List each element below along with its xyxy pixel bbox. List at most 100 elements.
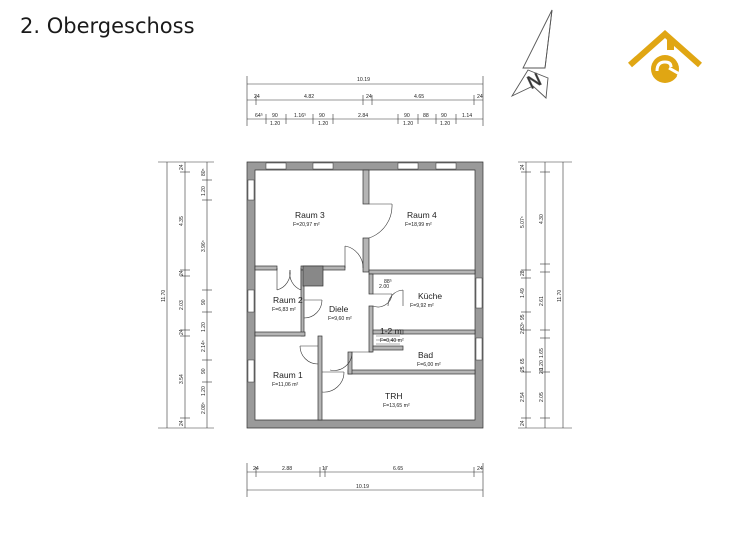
svg-text:17: 17: [322, 466, 328, 472]
svg-text:24: 24: [477, 466, 483, 472]
dimension-right: [518, 161, 572, 429]
room-trh: TRH F=13,65 m²: [383, 391, 410, 409]
room-diele-area: F=9,60 m²: [328, 316, 352, 322]
svg-text:6.65: 6.65: [393, 466, 403, 472]
page-title: 2. Obergeschoss: [20, 14, 195, 38]
svg-text:2.61: 2.61: [539, 296, 545, 306]
room-diele: Diele F=9,60 m²: [328, 304, 352, 322]
room-flur-name: 1-2 m: [380, 326, 402, 336]
doors: [276, 203, 404, 393]
interior-walls: [254, 169, 476, 421]
room-raum1-name: Raum 1: [273, 370, 303, 380]
svg-text:1.20: 1.20: [201, 386, 207, 396]
svg-text:24: 24: [179, 420, 185, 426]
svg-text:1.20: 1.20: [201, 322, 207, 332]
dimension-bottom: [246, 463, 484, 497]
svg-text:4.65: 4.65: [414, 94, 424, 100]
dimension-left-labels: 11.70 24 4.35 24 2.03 24 3.54 24 80⁵ 1.2…: [161, 164, 207, 426]
svg-text:80⁵: 80⁵: [201, 168, 207, 176]
svg-text:4.30: 4.30: [539, 214, 545, 224]
svg-text:2.84: 2.84: [358, 113, 368, 119]
room-raum2: Raum 2 F=6,83 m²: [272, 295, 303, 313]
svg-text:11.70: 11.70: [161, 290, 167, 302]
svg-text:1.49: 1.49: [520, 288, 526, 298]
room-raum3-area: F=20,97 m²: [293, 222, 320, 228]
interior-dim-label: 2.00: [379, 284, 389, 290]
room-kueche-area: F=9,92 m²: [410, 303, 434, 309]
room-flur: 1-2 m F=0,40 m²: [380, 326, 404, 344]
svg-text:1.20: 1.20: [403, 121, 413, 127]
svg-text:1.65: 1.65: [539, 348, 545, 358]
svg-text:20: 20: [539, 368, 545, 374]
svg-text:2.14⁵: 2.14⁵: [201, 340, 207, 352]
svg-text:4.35: 4.35: [179, 216, 185, 226]
svg-text:2.54: 2.54: [520, 392, 526, 402]
room-bad-area: F=6,00 m²: [417, 362, 441, 368]
svg-text:90: 90: [201, 299, 207, 305]
svg-text:1.20: 1.20: [270, 121, 280, 127]
room-raum4-name: Raum 4: [407, 210, 437, 220]
windows: [247, 162, 483, 383]
svg-text:2.03: 2.03: [179, 300, 185, 310]
dimension-top-labels: 10.19 24 4.82 24 4.65 24 64⁵ 90 1.16⁵ 90…: [254, 77, 483, 127]
dimension-bottom-labels: 24 2.88 17 6.65 24 10.19: [253, 466, 483, 490]
room-kueche: Küche F=9,92 m²: [410, 291, 442, 309]
svg-text:1.14: 1.14: [462, 113, 472, 119]
room-raum1-area: F=11,06 m²: [272, 382, 299, 388]
dimension-left: [158, 161, 214, 429]
svg-text:11.70: 11.70: [557, 290, 563, 302]
svg-text:90: 90: [272, 113, 278, 119]
svg-text:90: 90: [441, 113, 447, 119]
svg-text:4.82: 4.82: [304, 94, 314, 100]
svg-text:24: 24: [366, 94, 372, 100]
svg-text:2.05: 2.05: [539, 392, 545, 402]
room-trh-area: F=13,65 m²: [383, 403, 410, 409]
dimension-top: [246, 76, 484, 126]
svg-text:5.07⁵: 5.07⁵: [520, 216, 526, 228]
room-raum2-name: Raum 2: [273, 295, 303, 305]
svg-text:1.16⁵: 1.16⁵: [294, 113, 306, 119]
svg-text:25: 25: [520, 366, 526, 372]
svg-text:24: 24: [179, 164, 185, 170]
svg-text:24: 24: [520, 164, 526, 170]
svg-text:24: 24: [253, 466, 259, 472]
room-raum4: Raum 4 F=18,99 m²: [405, 210, 437, 228]
room-trh-name: TRH: [385, 391, 402, 401]
house-logo-icon: [628, 29, 702, 83]
svg-text:90: 90: [404, 113, 410, 119]
north-arrow-icon: N: [510, 9, 553, 99]
svg-text:28: 28: [520, 270, 526, 276]
svg-text:24: 24: [520, 420, 526, 426]
svg-text:24: 24: [477, 94, 483, 100]
svg-text:1.20: 1.20: [318, 121, 328, 127]
svg-text:95: 95: [520, 314, 526, 320]
svg-text:3.54: 3.54: [179, 374, 185, 384]
room-bad: Bad F=6,00 m²: [417, 350, 441, 368]
outer-walls: [246, 161, 484, 429]
room-bad-name: Bad: [418, 350, 433, 360]
room-diele-name: Diele: [329, 304, 349, 314]
svg-text:24: 24: [179, 329, 185, 335]
svg-text:2.53⁵: 2.53⁵: [520, 322, 526, 334]
room-kueche-name: Küche: [418, 291, 442, 301]
svg-text:10.19: 10.19: [356, 484, 369, 490]
svg-text:3.96⁵: 3.96⁵: [201, 240, 207, 252]
svg-text:2.08⁵: 2.08⁵: [201, 402, 207, 414]
interior-dim-label-2: 88⁵: [384, 279, 392, 285]
svg-text:65: 65: [520, 358, 526, 364]
svg-text:88: 88: [423, 113, 429, 119]
dimension-right-labels: 11.70 24 5.07⁵ 28 1.49 95 2.53⁵ 25 2.54 …: [520, 164, 563, 426]
room-raum4-area: F=18,99 m²: [405, 222, 432, 228]
room-flur-area: F=0,40 m²: [380, 338, 404, 344]
svg-text:24: 24: [179, 270, 185, 276]
room-raum3: Raum 3 F=20,97 m²: [293, 210, 325, 228]
svg-text:24: 24: [254, 94, 260, 100]
svg-text:64⁵: 64⁵: [255, 113, 263, 119]
room-raum1: Raum 1 F=11,06 m²: [272, 370, 303, 388]
room-raum2-area: F=6,83 m²: [272, 307, 296, 313]
svg-text:10.19: 10.19: [357, 77, 370, 83]
svg-text:90: 90: [201, 368, 207, 374]
svg-text:1.20: 1.20: [539, 360, 545, 370]
svg-text:1.20: 1.20: [440, 121, 450, 127]
